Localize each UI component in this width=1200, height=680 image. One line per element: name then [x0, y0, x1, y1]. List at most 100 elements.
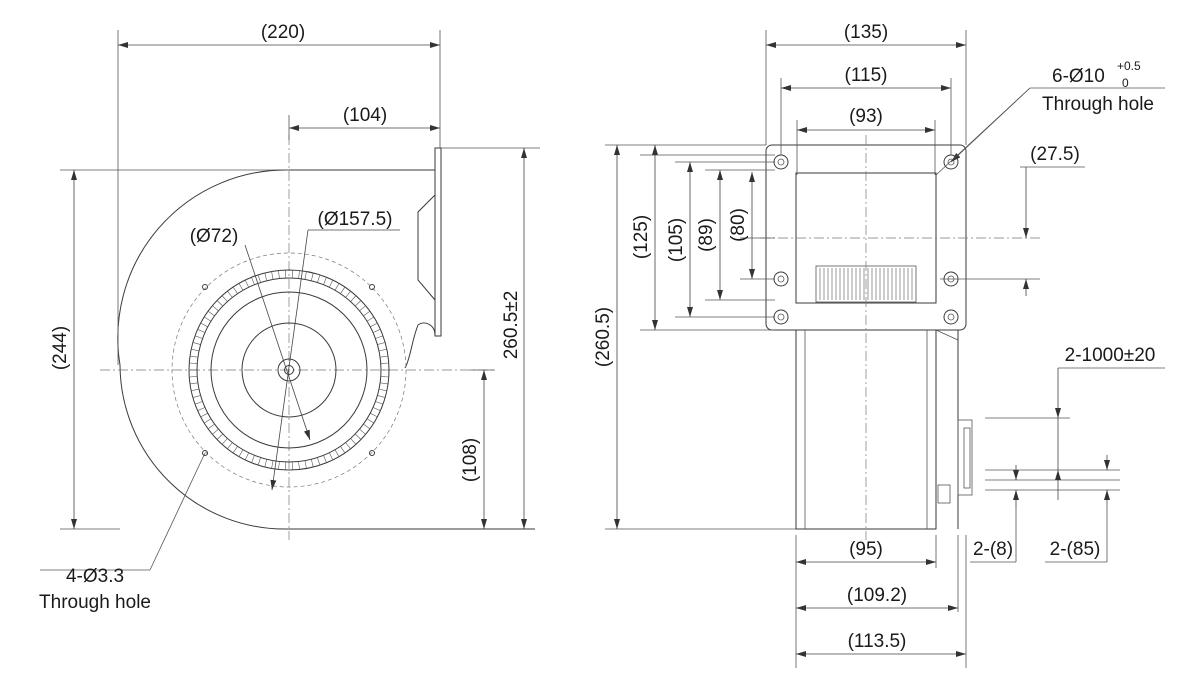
- label-dim-105: (105): [666, 218, 687, 262]
- impeller-blade: [298, 270, 300, 279]
- impeller-blade: [189, 376, 198, 378]
- impeller-blade: [191, 348, 200, 352]
- impeller-blade: [340, 446, 346, 454]
- impeller-blade: [311, 272, 314, 281]
- motor-terminal-inner: [963, 427, 971, 489]
- impeller-blade: [340, 286, 346, 294]
- label-flange-holes-through: Through hole: [1042, 94, 1154, 115]
- impeller-blade: [380, 355, 389, 358]
- label-dim-2605-side: (260.5): [593, 307, 614, 367]
- label-dia-1575: (Ø157.5): [318, 209, 393, 230]
- impeller-blade: [189, 382, 198, 385]
- label-dim-93: (93): [849, 106, 883, 127]
- impeller-blade: [200, 322, 208, 328]
- impeller-blade: [378, 388, 387, 392]
- mount-hole: [202, 284, 208, 290]
- impeller-blade: [251, 277, 255, 285]
- impeller-blade: [375, 401, 384, 405]
- label-dim-1135: (113.5): [848, 631, 907, 652]
- side-view: (135) (115) (93) 6-Ø10 +0.5 0 Through ho…: [593, 22, 1165, 668]
- impeller-blade: [345, 442, 351, 449]
- impeller-blade: [232, 446, 238, 454]
- label-dim-125: (125): [631, 215, 652, 259]
- impeller-blade: [334, 283, 340, 291]
- label-dim-80: (80): [728, 208, 749, 242]
- impeller-blade: [264, 272, 267, 281]
- impeller-blade: [350, 438, 357, 445]
- impeller-blade: [204, 418, 212, 424]
- scroll-housing-right: [404, 322, 436, 369]
- impeller-blade: [377, 395, 386, 398]
- impeller-blade: [232, 286, 238, 294]
- impeller-blade: [197, 407, 206, 411]
- impeller-blade: [311, 459, 314, 468]
- impeller-blade: [238, 283, 244, 291]
- impeller-blades: [189, 270, 389, 470]
- impeller-blade: [207, 423, 215, 430]
- impeller-blade: [278, 270, 280, 279]
- impeller-blade: [298, 461, 300, 470]
- flange-hole: [773, 271, 789, 287]
- motor-terminal: [957, 419, 973, 496]
- impeller-blade: [366, 316, 374, 322]
- impeller-blade: [372, 329, 381, 333]
- impeller-blade: [221, 438, 228, 445]
- label-dim-2605-tol: 260.5±2: [501, 291, 522, 360]
- impeller-blade: [323, 455, 327, 463]
- impeller-blade: [323, 277, 327, 285]
- impeller-blade: [197, 329, 206, 333]
- impeller-blade: [375, 335, 384, 339]
- impeller-blade: [194, 401, 203, 405]
- housing-side-inner: [935, 329, 959, 341]
- impeller-blade: [207, 310, 215, 317]
- impeller-blade: [317, 274, 321, 283]
- impeller-blade: [271, 460, 274, 469]
- mount-hole: [202, 450, 208, 456]
- impeller-blade: [359, 305, 366, 312]
- impeller-blade: [380, 382, 389, 385]
- impeller-blade: [370, 322, 378, 328]
- mount-hole: [369, 450, 375, 456]
- label-dim-108: (108): [460, 438, 481, 482]
- label-dim-220: (220): [261, 22, 305, 43]
- flange-hole: [773, 154, 789, 170]
- impeller-blade: [227, 291, 233, 298]
- impeller-blade: [212, 428, 219, 435]
- impeller-blade: [238, 449, 244, 457]
- label-dim-85: 2-(85): [1050, 539, 1101, 560]
- label-dim-8: 2-(8): [973, 539, 1013, 560]
- impeller-blade: [378, 348, 387, 352]
- impeller-blade: [192, 342, 201, 345]
- impeller-blade: [216, 300, 224, 307]
- outlet-gusset: [417, 194, 436, 301]
- label-flange-holes-tol-upper: +0.5: [1117, 59, 1141, 73]
- impeller-blade: [192, 395, 201, 398]
- label-dim-89: (89): [696, 218, 717, 252]
- impeller-blade: [244, 452, 249, 461]
- impeller-blade: [251, 455, 255, 463]
- label-dim-104: (104): [343, 105, 387, 126]
- impeller-blade: [221, 295, 228, 302]
- impeller-blade: [359, 428, 366, 435]
- impeller-blade: [257, 457, 261, 466]
- impeller-blade: [354, 433, 362, 440]
- impeller-blade: [194, 335, 203, 339]
- impeller-blade: [380, 362, 389, 364]
- scroll-housing: [117, 150, 535, 530]
- label-dia-72: (Ø72): [190, 226, 239, 247]
- inlet-throat: [241, 322, 337, 418]
- label-dim-1092: (109.2): [847, 585, 907, 606]
- front-view: (220) (104) (Ø72) (Ø157.5) (244) 260.5±2…: [39, 22, 540, 613]
- label-dim-244: (244): [50, 326, 71, 370]
- impeller-blade: [363, 310, 371, 317]
- impeller-blade: [380, 376, 389, 378]
- impeller-ring: [210, 291, 368, 449]
- impeller-blade: [200, 412, 208, 418]
- impeller-blade: [354, 300, 362, 307]
- impeller-blade: [350, 295, 357, 302]
- impeller-blade: [204, 316, 212, 322]
- hub-outer: [277, 358, 301, 382]
- impeller-blade: [271, 271, 274, 280]
- label-dim-95: (95): [849, 539, 883, 560]
- impeller-blade: [264, 459, 267, 468]
